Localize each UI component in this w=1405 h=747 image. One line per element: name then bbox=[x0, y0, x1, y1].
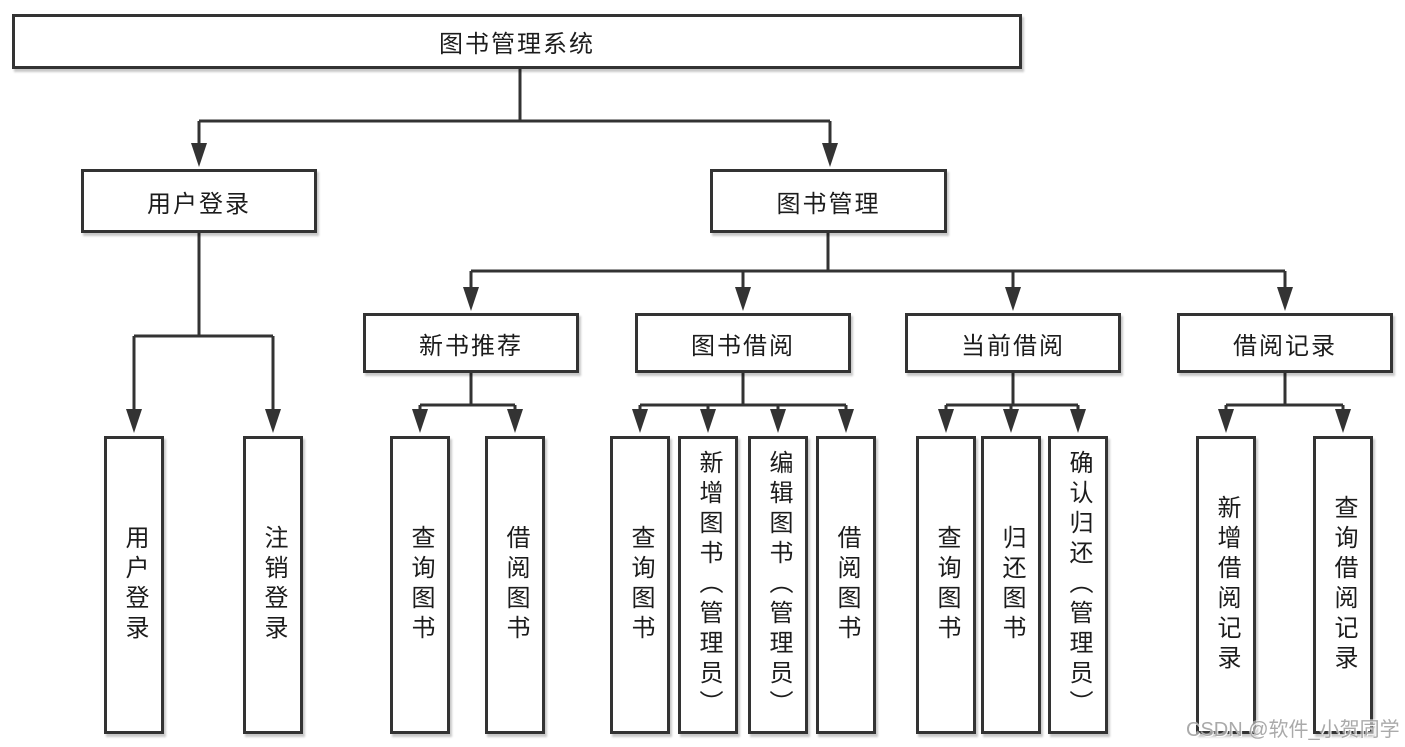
arrowhead bbox=[700, 409, 716, 433]
arrowhead bbox=[1005, 287, 1021, 311]
arrowhead bbox=[822, 143, 838, 167]
leaf-recommend-query-books: 查询图书 bbox=[390, 436, 450, 734]
leaf-recommend-borrow-books: 借阅图书 bbox=[485, 436, 545, 734]
leaf-records-add-borrow-record-label: 新增借阅记录 bbox=[1213, 495, 1240, 675]
leaf-logout: 注销登录 bbox=[243, 436, 303, 734]
leaf-current-return-books-label: 归还图书 bbox=[998, 525, 1025, 645]
arrowhead bbox=[1277, 287, 1293, 311]
connector-newbookrec-to-leaves bbox=[418, 373, 517, 411]
arrowhead bbox=[1003, 409, 1019, 433]
arrowhead bbox=[412, 409, 428, 433]
arrowhead bbox=[938, 409, 954, 433]
leaf-borrow-add-books-admin: 新增图书（管理员） bbox=[678, 436, 738, 734]
node-new-book-recommend-label: 新书推荐 bbox=[419, 332, 523, 360]
leaf-current-return-books: 归还图书 bbox=[981, 436, 1041, 734]
leaf-current-confirm-return-admin: 确认归还（管理员） bbox=[1048, 436, 1108, 734]
node-book-borrow: 图书借阅 bbox=[635, 313, 851, 373]
leaf-logout-label: 注销登录 bbox=[260, 525, 287, 645]
leaf-current-query-books-label: 查询图书 bbox=[933, 525, 960, 645]
leaf-current-query-books: 查询图书 bbox=[916, 436, 976, 734]
arrowhead bbox=[1218, 409, 1234, 433]
arrowhead bbox=[265, 409, 281, 433]
connector-borrowrecords-to-leaves bbox=[1224, 373, 1345, 411]
arrowhead bbox=[463, 287, 479, 311]
leaf-borrow-edit-books-admin: 编辑图书（管理员） bbox=[748, 436, 808, 734]
node-book-management: 图书管理 bbox=[710, 169, 947, 233]
leaf-records-query-borrow-record-label: 查询借阅记录 bbox=[1330, 495, 1357, 675]
node-book-borrow-label: 图书借阅 bbox=[691, 332, 795, 360]
node-book-management-label: 图书管理 bbox=[776, 190, 881, 218]
arrowheads bbox=[126, 143, 1351, 433]
csdn-watermark: CSDN @软件_小贺同学 bbox=[1186, 719, 1400, 741]
leaf-borrow-borrow-books-label: 借阅图书 bbox=[833, 525, 860, 645]
arrowhead bbox=[770, 409, 786, 433]
arrowhead bbox=[838, 409, 854, 433]
node-current-borrow-label: 当前借阅 bbox=[961, 332, 1065, 360]
arrowhead bbox=[1335, 409, 1351, 433]
leaf-user-login-label: 用户登录 bbox=[121, 525, 148, 645]
leaf-recommend-query-books-label: 查询图书 bbox=[407, 525, 434, 645]
arrowhead bbox=[735, 287, 751, 311]
node-user-login-label: 用户登录 bbox=[147, 190, 251, 218]
connector-userlogin-to-leaves bbox=[132, 233, 275, 411]
leaf-records-add-borrow-record: 新增借阅记录 bbox=[1196, 436, 1256, 734]
leaf-current-confirm-return-admin-label: 确认归还（管理员） bbox=[1065, 450, 1092, 720]
connector-currentborrow-to-leaves bbox=[944, 373, 1080, 411]
leaf-borrow-borrow-books: 借阅图书 bbox=[816, 436, 876, 734]
node-current-borrow: 当前借阅 bbox=[905, 313, 1121, 373]
arrowhead bbox=[191, 143, 207, 167]
connector-bookmgmt-to-level3 bbox=[469, 233, 1287, 289]
leaf-user-login: 用户登录 bbox=[104, 436, 164, 734]
node-borrow-records-label: 借阅记录 bbox=[1233, 332, 1337, 360]
node-user-login: 用户登录 bbox=[81, 169, 317, 233]
leaf-borrow-query-books-label: 查询图书 bbox=[627, 525, 654, 645]
arrowhead bbox=[126, 409, 142, 433]
leaf-borrow-add-books-admin-label: 新增图书（管理员） bbox=[695, 450, 722, 720]
connector-root-to-level2 bbox=[197, 69, 832, 145]
arrowhead bbox=[507, 409, 523, 433]
node-borrow-records: 借阅记录 bbox=[1177, 313, 1393, 373]
node-root-label: 图书管理系统 bbox=[439, 31, 595, 58]
arrowhead bbox=[1070, 409, 1086, 433]
leaf-borrow-query-books: 查询图书 bbox=[610, 436, 670, 734]
leaf-borrow-edit-books-admin-label: 编辑图书（管理员） bbox=[765, 450, 792, 720]
node-root: 图书管理系统 bbox=[12, 14, 1022, 69]
arrowhead bbox=[632, 409, 648, 433]
leaf-recommend-borrow-books-label: 借阅图书 bbox=[502, 525, 529, 645]
connector-bookborrow-to-leaves bbox=[638, 373, 848, 411]
leaf-records-query-borrow-record: 查询借阅记录 bbox=[1313, 436, 1373, 734]
node-new-book-recommend: 新书推荐 bbox=[363, 313, 579, 373]
